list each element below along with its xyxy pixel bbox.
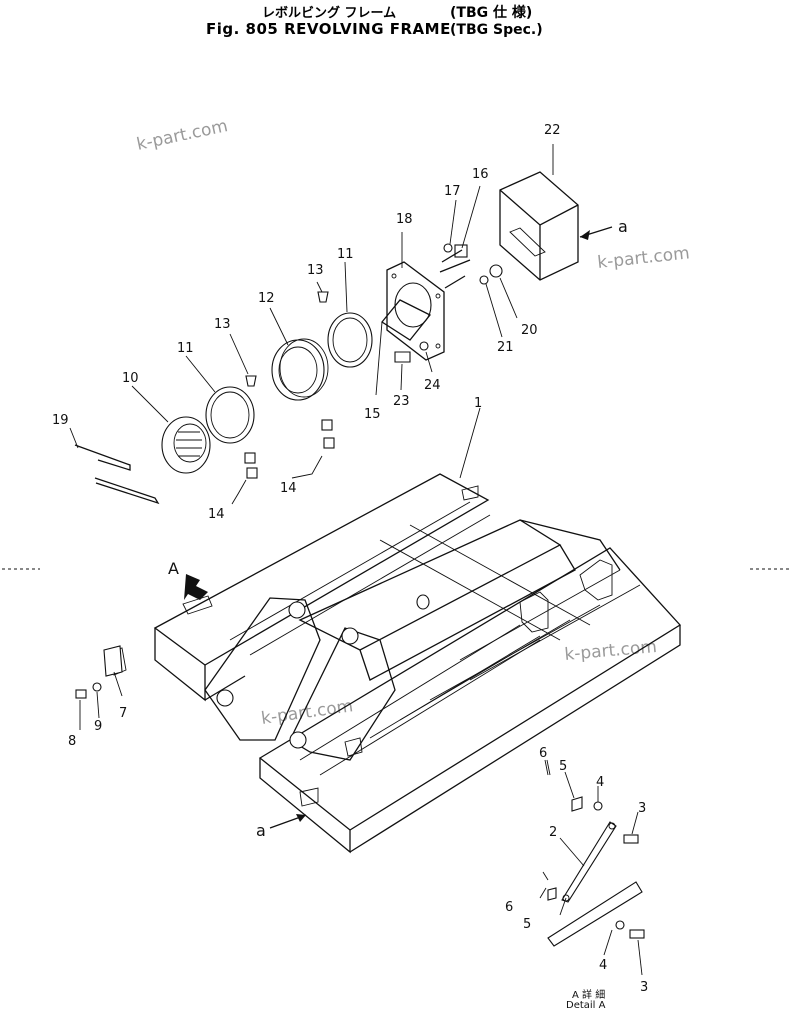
callout-13b: 13	[307, 263, 324, 278]
part-19-hook	[74, 444, 160, 505]
part-14-nut	[323, 437, 335, 449]
part-20-nut	[489, 264, 503, 278]
part-8-bolt	[75, 689, 87, 699]
callout-4b: 4	[599, 958, 607, 973]
fig-title: Fig. 805 REVOLVING FRAME	[206, 20, 451, 38]
part-16-17-bolts	[439, 243, 471, 289]
callout-5a: 5	[559, 759, 567, 774]
callout-24: 24	[424, 378, 441, 393]
detail-a-jp: A 詳 細	[572, 988, 605, 1001]
callout-13a: 13	[214, 317, 231, 332]
spec-jp: (TBG 仕 様)	[450, 4, 532, 21]
callout-21: 21	[497, 340, 514, 355]
part-23-bolt	[394, 351, 411, 363]
view-a-arrow	[184, 574, 208, 600]
part-13-screw	[317, 291, 329, 303]
callout-12: 12	[258, 291, 275, 306]
callout-14a: 14	[208, 507, 225, 522]
part-14-nut	[321, 419, 333, 431]
part-12-ring	[271, 338, 329, 401]
part-11-clamp	[205, 386, 255, 444]
part-10-grille	[161, 416, 211, 474]
leader-lines	[69, 144, 643, 976]
watermark: k-part.com	[135, 116, 230, 155]
revolving-frame-drawing	[109, 473, 682, 854]
part-14-nut	[244, 452, 256, 464]
callout-23: 23	[393, 394, 410, 409]
callout-18: 18	[396, 212, 413, 227]
arrow-a-bottom-label: a	[256, 821, 266, 840]
part-22-cover	[499, 171, 579, 281]
callout-7: 7	[119, 706, 127, 721]
callout-1: 1	[474, 396, 482, 411]
part-18-plate	[381, 261, 445, 361]
callout-14b: 14	[280, 481, 297, 496]
callout-6a: 6	[539, 746, 547, 761]
detail-a-en: Detail A	[566, 1000, 606, 1009]
watermark: k-part.com	[260, 696, 354, 729]
arrow-a-top-label: a	[618, 217, 628, 236]
callout-5b: 5	[523, 917, 531, 932]
part-14-nut	[246, 467, 258, 479]
watermark: k-part.com	[596, 243, 690, 273]
callout-6b: 6	[505, 900, 513, 915]
callout-3a: 3	[638, 801, 646, 816]
callout-22: 22	[544, 123, 561, 138]
jp-title: レボルビング フレーム	[262, 5, 396, 21]
callout-20: 20	[521, 323, 538, 338]
callout-10: 10	[122, 371, 139, 386]
watermark: k-part.com	[564, 637, 658, 665]
callout-17: 17	[444, 184, 461, 199]
callout-16: 16	[472, 167, 489, 182]
part-11-clamp	[327, 312, 373, 368]
callout-2: 2	[549, 825, 557, 840]
callout-4a: 4	[596, 775, 604, 790]
callout-8: 8	[68, 734, 76, 749]
callout-11a: 11	[177, 341, 194, 356]
part-13-screw	[245, 375, 257, 387]
callout-11b: 11	[337, 247, 354, 262]
callout-9: 9	[94, 719, 102, 734]
callout-15: 15	[364, 407, 381, 422]
part-24-washer	[419, 341, 429, 351]
spec-en: (TBG Spec.)	[450, 22, 543, 38]
part-9-washer	[92, 682, 102, 692]
callout-19: 19	[52, 413, 69, 428]
callout-3b: 3	[640, 980, 648, 995]
view-a-label: A	[168, 559, 179, 578]
part-7-bracket	[103, 645, 123, 677]
part-21-washer	[479, 275, 489, 285]
detail-a-drawing	[542, 759, 645, 947]
